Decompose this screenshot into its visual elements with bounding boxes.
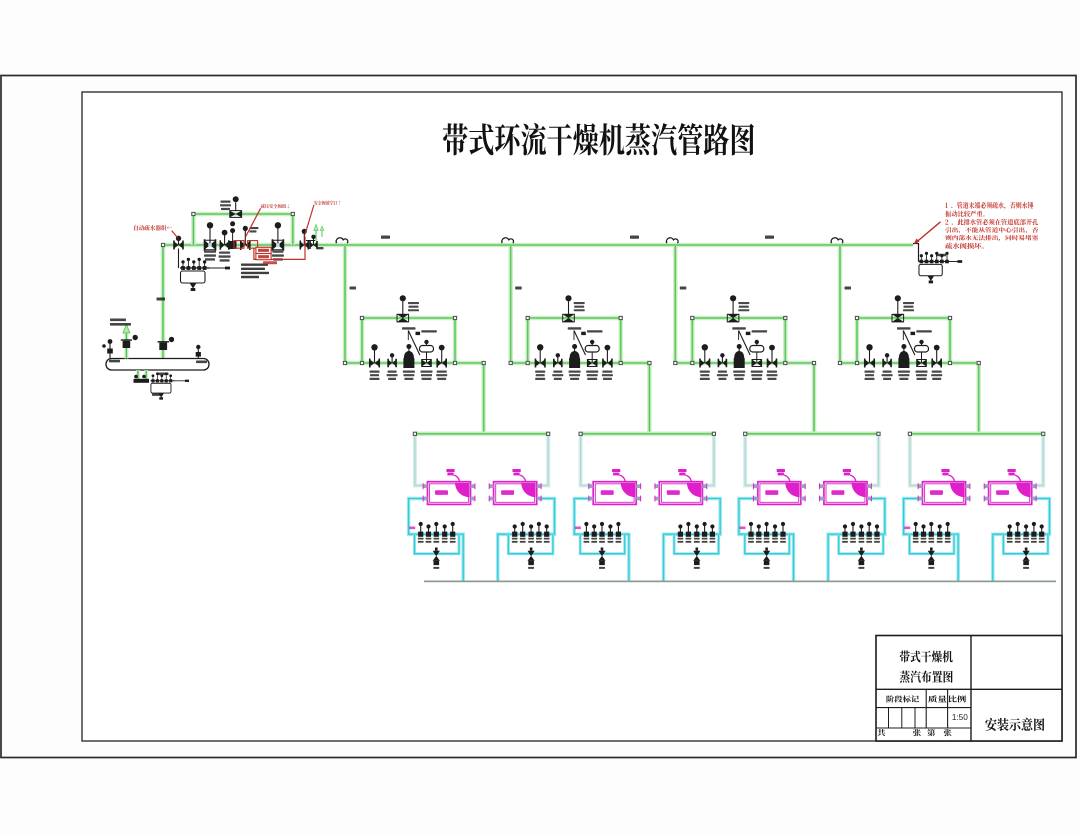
svg-text:1:50: 1:50 — [952, 713, 968, 722]
